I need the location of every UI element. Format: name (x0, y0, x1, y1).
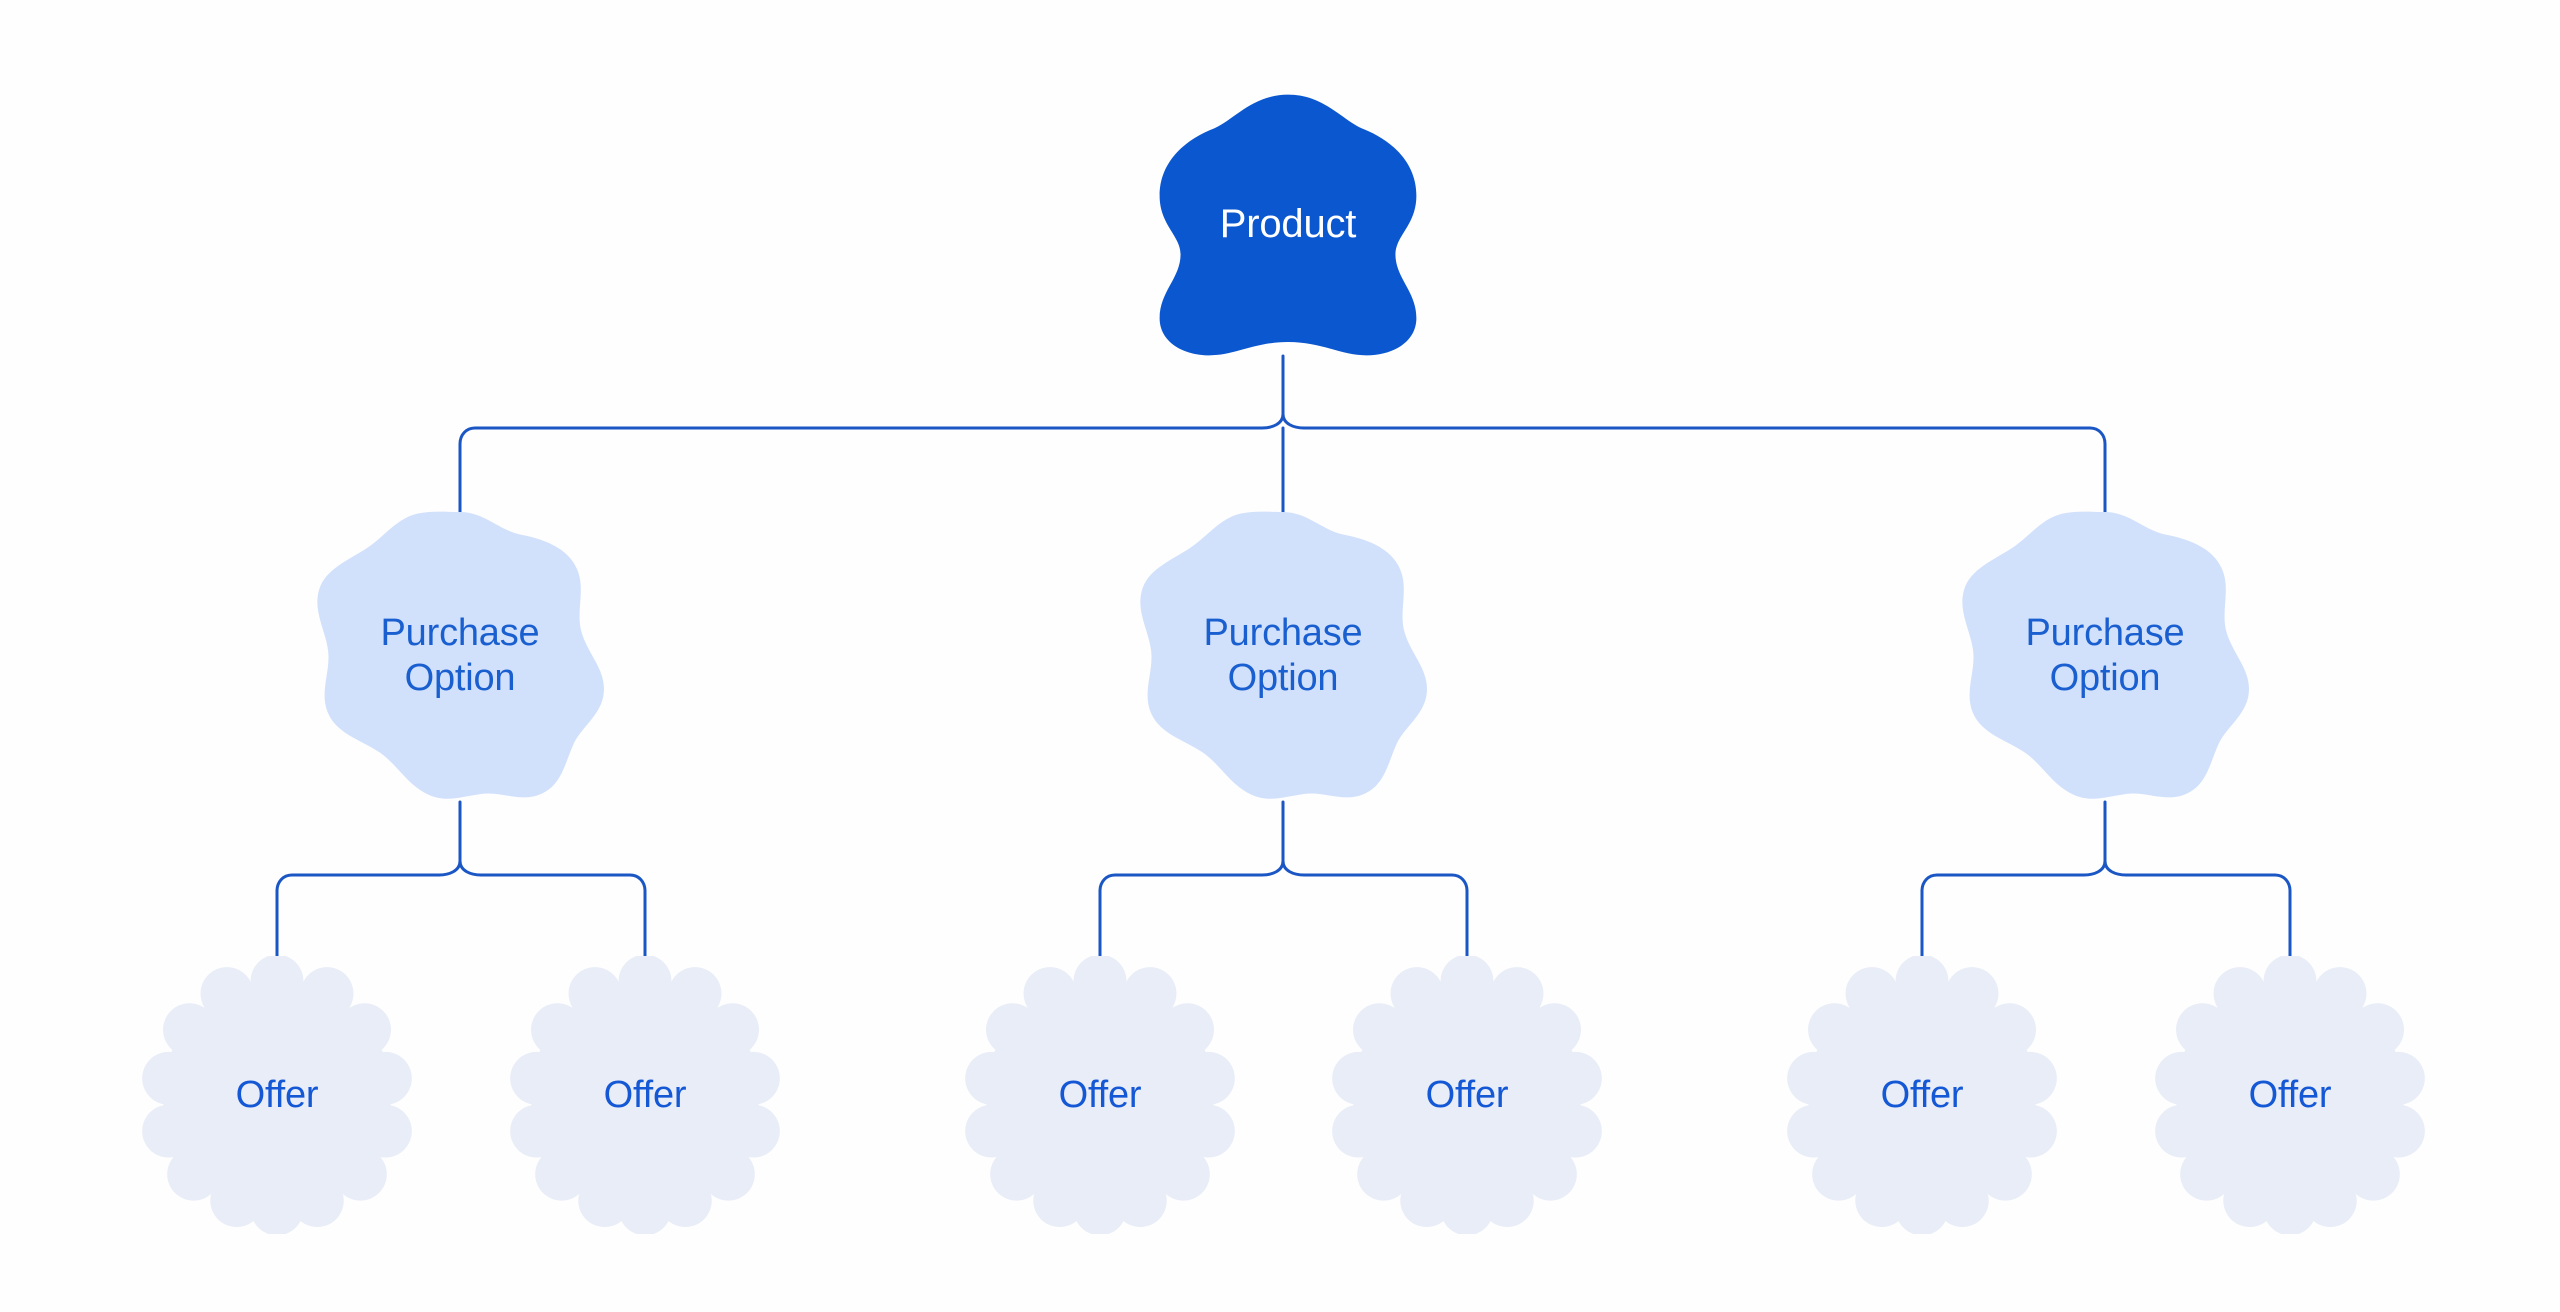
edge-option-2-left (1098, 859, 1285, 964)
node-offer-4[interactable]: Offer (1328, 956, 1606, 1234)
offer-scallop-shape (2155, 956, 2425, 1234)
node-offer-3-label: Offer (1058, 1073, 1142, 1116)
purchase-option-flower-shape (1140, 511, 1427, 799)
edge-option-3-right (2103, 859, 2292, 964)
edge-option-2-right (1281, 859, 1469, 964)
node-product-label: Product (1219, 202, 1357, 247)
node-offer-4-label: Offer (1425, 1073, 1509, 1116)
node-offer-1[interactable]: Offer (138, 956, 416, 1234)
purchase-option-flower-shape (1962, 511, 2249, 799)
node-purchase-option-1[interactable]: Purchase Option (310, 506, 610, 806)
node-offer-5[interactable]: Offer (1783, 956, 2061, 1234)
edge-option-3-left (1920, 859, 2107, 964)
node-offer-2-label: Offer (603, 1073, 687, 1116)
node-purchase-option-1-label: Purchase Option (380, 612, 540, 699)
offer-scallop-shape (965, 956, 1235, 1234)
node-purchase-option-3-label: Purchase Option (2025, 612, 2185, 699)
node-purchase-option-2[interactable]: Purchase Option (1133, 506, 1433, 806)
offer-scallop-shape (510, 956, 780, 1234)
node-purchase-option-3[interactable]: Purchase Option (1955, 506, 2255, 806)
node-offer-5-label: Offer (1880, 1073, 1964, 1116)
edge-option-1-right (458, 859, 647, 964)
node-offer-6[interactable]: Offer (2151, 956, 2429, 1234)
node-offer-6-label: Offer (2248, 1073, 2332, 1116)
node-offer-3[interactable]: Offer (961, 956, 1239, 1234)
edge-product-bus-right (1281, 412, 2107, 514)
node-offer-2[interactable]: Offer (506, 956, 784, 1234)
offer-scallop-shape (142, 956, 412, 1234)
offer-scallop-shape (1787, 956, 2057, 1234)
purchase-option-flower-shape (317, 511, 604, 799)
edge-option-1-left (275, 859, 462, 964)
product-blob-shape (1159, 94, 1417, 356)
node-product[interactable]: Product (1157, 92, 1419, 358)
offer-scallop-shape (1332, 956, 1602, 1234)
edge-product-bus-left (458, 412, 1285, 514)
node-offer-1-label: Offer (235, 1073, 319, 1116)
node-purchase-option-2-label: Purchase Option (1203, 612, 1363, 699)
